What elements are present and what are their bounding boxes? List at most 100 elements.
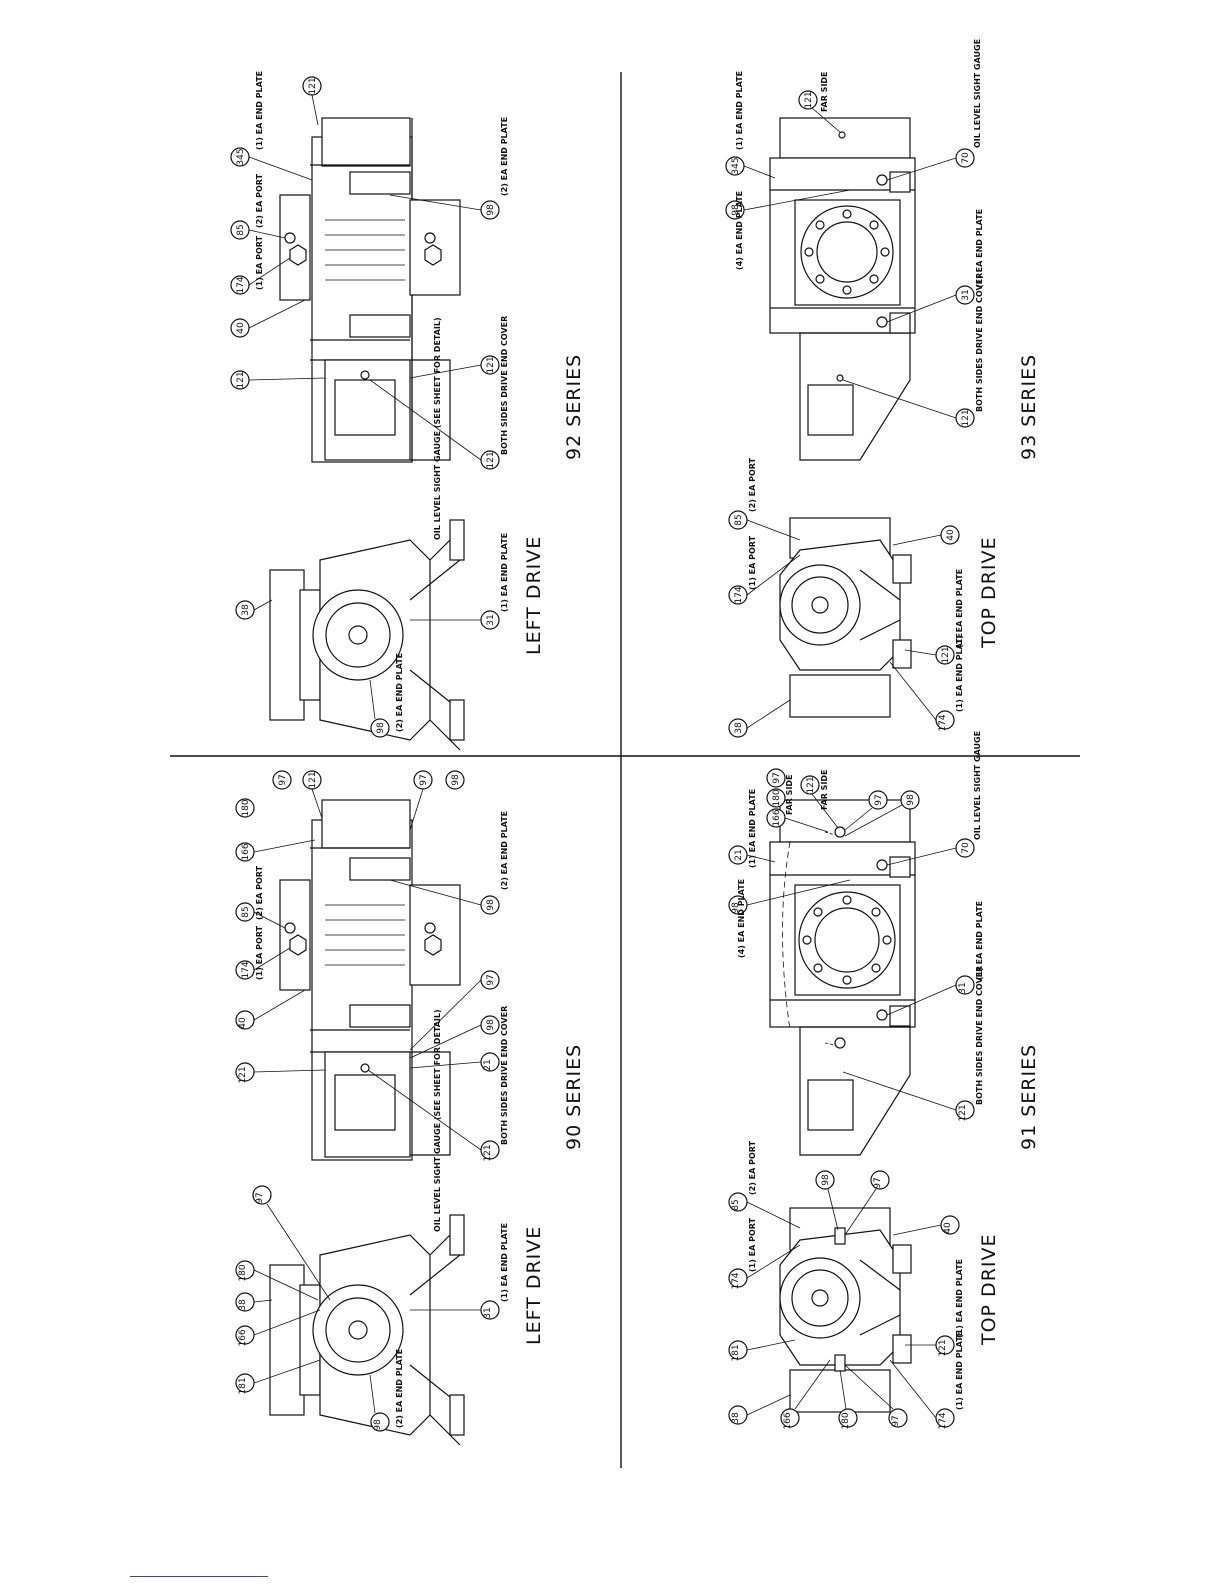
callout-label: 174 <box>731 1272 741 1289</box>
notes-93: FAR SIDE (1) EA END PLATE (4) EA END PLA… <box>735 39 984 712</box>
side-view-92 <box>279 117 461 463</box>
callout-label: 97 <box>772 772 782 783</box>
callout-label: 97 <box>874 794 884 805</box>
callout-label: 97 <box>486 974 496 985</box>
callout-label: 70 <box>961 842 971 854</box>
side-view-91 <box>769 799 916 1156</box>
callout-label: 40 <box>946 529 956 541</box>
end-view-91 <box>779 1207 912 1413</box>
note: (1) EA END PLATE <box>975 901 984 980</box>
callout-label: 98 <box>731 204 741 216</box>
callouts-91: 97 180 166 121 97 98 21 70 98 31 121 85 … <box>728 768 975 1430</box>
callout-label: 121 <box>483 1144 493 1161</box>
callout-bubble: 31 <box>480 1300 500 1320</box>
side-view-93 <box>769 117 916 461</box>
callout-label: 180 <box>238 1264 248 1281</box>
notes-91: FAR SIDE FAR SIDE (1) EA END PLATE OIL L… <box>737 731 984 1410</box>
callout-bubble: 121 <box>935 645 955 665</box>
note: (1) EA END PLATE <box>955 569 964 648</box>
note: (2) EA PORT <box>255 865 264 920</box>
callout-bubble: 121 <box>235 1062 255 1084</box>
note: (2) EA PORT <box>748 457 757 512</box>
callout-bubble: 38 <box>728 1405 748 1425</box>
callout-bubble: 98 <box>900 790 920 810</box>
quadrant-90-series: 97 121 97 98 180 166 85 174 40 98 97 98 … <box>235 770 585 1446</box>
callout-bubble: 38 <box>235 600 255 620</box>
callout-bubble: 98 <box>370 1412 390 1432</box>
note: OIL LEVEL SIGHT GAUGE <box>973 731 982 840</box>
side-view-90 <box>279 799 461 1161</box>
note: (1) EA END PLATE <box>955 1331 964 1410</box>
callout-bubble: 38 <box>728 718 748 738</box>
end-view-93 <box>779 517 912 718</box>
callout-label: 121 <box>961 409 971 426</box>
callout-bubble: 121 <box>480 355 500 375</box>
callout-bubble: 181 <box>235 1373 255 1395</box>
callout-bubble: 40 <box>230 318 250 338</box>
callout-bubble: 174 <box>230 275 250 295</box>
callout-bubble: 97 <box>272 770 292 790</box>
notes-90: (2) EA PORT (1) EA PORT (2) EA END PLATE… <box>255 811 509 1428</box>
callout-label: 166 <box>772 809 782 826</box>
end-view-92 <box>269 519 465 751</box>
note: (2) EA END PLATE <box>395 653 404 732</box>
footer-link-underline[interactable] <box>130 1576 268 1577</box>
callout-bubble: 121 <box>230 370 250 390</box>
callout-bubble: 98 <box>480 1015 500 1035</box>
note: BOTH SIDES DRIVE END COVER <box>500 316 509 455</box>
callout-label: 166 <box>238 1329 248 1346</box>
note: (1) EA END PLATE <box>500 533 509 612</box>
callout-bubble: 21 <box>728 845 748 865</box>
callouts-93: 121 345 98 70 31 121 85 174 40 121 174 3… <box>725 90 975 738</box>
callout-bubble: 31 <box>955 285 975 305</box>
callout-label: 98 <box>451 774 461 786</box>
callout-label: 97 <box>278 774 288 785</box>
callout-bubble: 121 <box>480 450 500 470</box>
callout-bubble: 174 <box>235 960 255 980</box>
note: (2) EA PORT <box>748 1140 757 1195</box>
callout-bubble: 40 <box>940 525 960 545</box>
callout-label: 174 <box>938 714 948 731</box>
note: (2) EA END PLATE <box>500 811 509 890</box>
callout-bubble: 21 <box>480 1052 500 1072</box>
note: (2) EA PORT <box>255 173 264 228</box>
callout-bubble: 121 <box>302 770 322 790</box>
note: OIL LEVEL SIGHT GAUGE (SEE SHEET FOR DET… <box>433 1009 442 1232</box>
callout-label: 38 <box>734 722 744 734</box>
callout-label: 166 <box>783 1412 793 1429</box>
callout-bubble: 174 <box>935 1408 955 1430</box>
callout-label: 180 <box>241 799 251 816</box>
callout-bubble: 85 <box>230 220 250 240</box>
callout-bubble: 121 <box>798 90 818 110</box>
callout-label: 98 <box>373 1419 383 1431</box>
callout-bubble: 70 <box>955 148 975 168</box>
note: BOTH SIDES DRIVE END COVER <box>500 1006 509 1145</box>
callout-bubble: 174 <box>728 1268 748 1290</box>
callout-label: 98 <box>376 722 386 734</box>
note: (1) EA PORT <box>748 1217 757 1272</box>
callout-label: 98 <box>821 1174 831 1186</box>
callout-bubble: 166 <box>780 1408 800 1430</box>
callout-bubble: 85 <box>235 902 255 922</box>
notes-92: (1) EA END PLATE (2) EA PORT (1) EA PORT… <box>255 71 509 732</box>
quadrant-93-series: 121 345 98 70 31 121 85 174 40 121 174 3… <box>725 39 1040 738</box>
callout-label: 121 <box>486 356 496 373</box>
callout-label: 38 <box>238 1299 248 1311</box>
view-caption: TOP DRIVE <box>978 537 1000 650</box>
callout-bubble: 97 <box>868 790 888 810</box>
callout-label: 98 <box>486 204 496 216</box>
callout-bubble: 345 <box>230 147 250 167</box>
note: (1) EA PORT <box>748 535 757 590</box>
note: (2) EA END PLATE <box>500 117 509 196</box>
series-caption: 93 SERIES <box>1018 354 1040 460</box>
callout-bubble: 121 <box>302 76 322 96</box>
series-caption: 90 SERIES <box>563 1044 585 1150</box>
callout-label: 180 <box>772 789 782 806</box>
callout-label: 121 <box>958 1104 968 1121</box>
callout-label: 40 <box>943 1222 953 1234</box>
callout-bubble: 38 <box>235 1292 255 1312</box>
callout-label: 121 <box>308 77 318 94</box>
callout-bubble: 97 <box>888 1408 908 1428</box>
callout-bubble: 98 <box>480 895 500 915</box>
